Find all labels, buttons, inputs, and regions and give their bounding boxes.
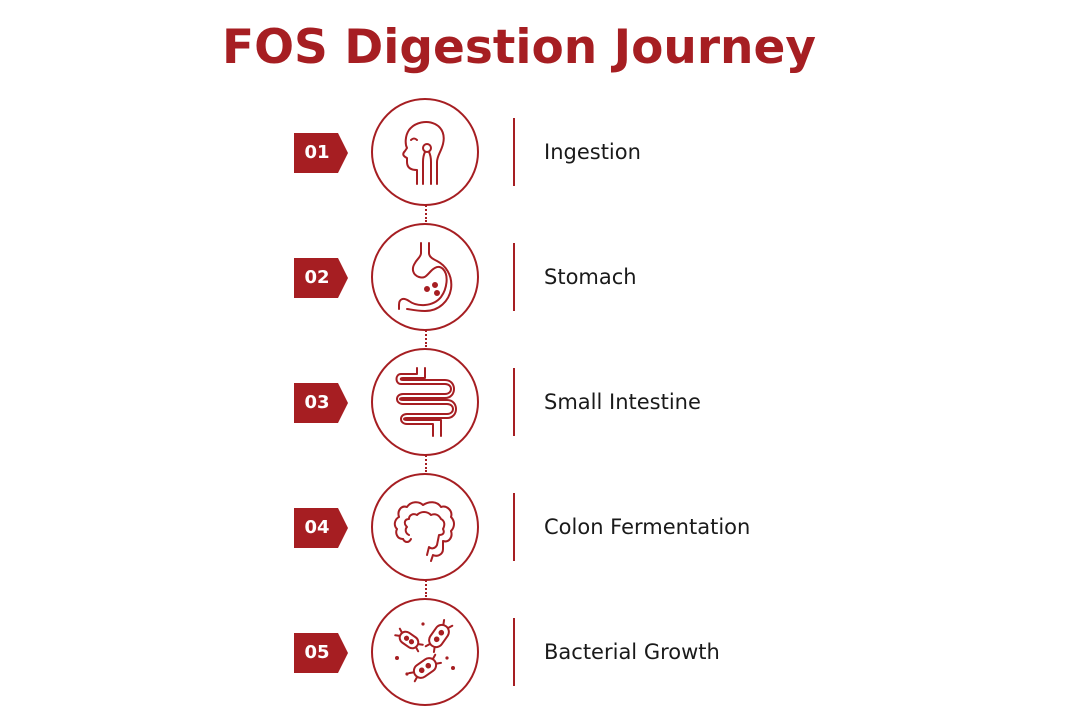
- step-icon-circle: [371, 598, 479, 706]
- page-title: FOS Digestion Journey: [222, 20, 816, 75]
- step-number: 04: [304, 517, 330, 538]
- step-number: 03: [304, 392, 330, 413]
- step-number-badge: 05: [294, 633, 350, 673]
- step-ingestion: 01 Ingestion: [0, 94, 1080, 214]
- step-icon-circle: [371, 473, 479, 581]
- step-stomach: 02 Stomach: [0, 219, 1080, 339]
- connector-line: [425, 452, 427, 472]
- badge-arrow-shape: [294, 508, 348, 548]
- step-label: Colon Fermentation: [544, 515, 751, 539]
- step-icon-circle: [371, 348, 479, 456]
- step-number-badge: 04: [294, 508, 350, 548]
- step-number-badge: 01: [294, 133, 350, 173]
- connector-line: [425, 327, 427, 347]
- step-small-intestine: 03 Small Intestine: [0, 344, 1080, 464]
- step-number-badge: 03: [294, 383, 350, 423]
- step-divider: [513, 618, 515, 686]
- step-divider: [513, 493, 515, 561]
- step-number: 01: [304, 142, 330, 163]
- connector-line: [425, 202, 427, 222]
- step-label: Small Intestine: [544, 390, 701, 414]
- step-bacterial-growth: 05: [0, 594, 1080, 714]
- step-label: Ingestion: [544, 140, 641, 164]
- badge-arrow-shape: [294, 633, 348, 673]
- stomach-icon: [398, 242, 453, 312]
- small-intestine-icon: [395, 367, 457, 437]
- step-divider: [513, 243, 515, 311]
- bacteria-icon: [394, 619, 455, 683]
- step-icon-circle: [371, 98, 479, 206]
- step-divider: [513, 118, 515, 186]
- badge-arrow-shape: [294, 133, 348, 173]
- step-number: 02: [304, 267, 330, 288]
- step-label: Stomach: [544, 265, 637, 289]
- step-number: 05: [304, 642, 330, 663]
- step-icon-circle: [371, 223, 479, 331]
- colon-icon: [393, 501, 455, 562]
- step-colon-fermentation: 04 Colon Fermentation: [0, 469, 1080, 589]
- connector-line: [425, 577, 427, 597]
- step-label: Bacterial Growth: [544, 640, 720, 664]
- step-number-badge: 02: [294, 258, 350, 298]
- badge-arrow-shape: [294, 258, 348, 298]
- head-throat-icon: [402, 121, 445, 185]
- step-divider: [513, 368, 515, 436]
- badge-arrow-shape: [294, 383, 348, 423]
